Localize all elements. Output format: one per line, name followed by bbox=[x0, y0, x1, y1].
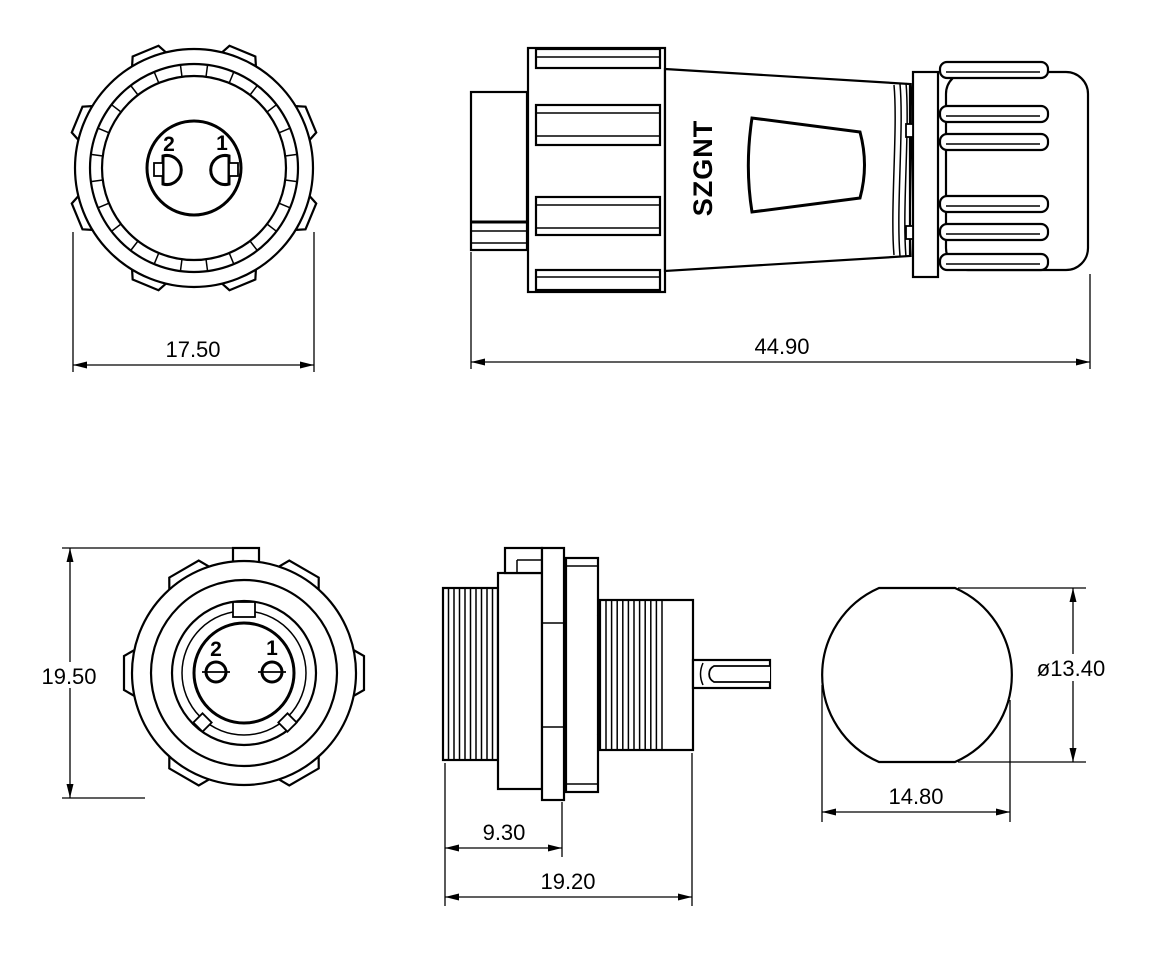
dim-label-cutout-width: 14.80 bbox=[888, 784, 943, 809]
plug-grip-wedge bbox=[746, 116, 866, 214]
socket-insert-face bbox=[192, 621, 296, 725]
socket-front-view: 2 1 19.50 bbox=[36, 546, 366, 799]
socket-ring-inner bbox=[170, 599, 318, 747]
plug-knurl-ring-outer bbox=[88, 62, 300, 274]
socket-front-thread-lines bbox=[447, 588, 494, 760]
plug-knurl-segments bbox=[90, 64, 298, 272]
dimension-socket-thread-length: 9.30 bbox=[444, 763, 563, 906]
brand-label: SZGNT bbox=[688, 120, 718, 217]
plug-gland-washer bbox=[911, 70, 940, 279]
socket-rear-thread-lines bbox=[605, 600, 663, 750]
socket-mounting-flange bbox=[540, 546, 566, 802]
plug-front-view: 2 1 17.50 bbox=[70, 44, 318, 372]
dimension-cutout-diameter: ø13.40 bbox=[958, 587, 1112, 763]
plug-mating-shell bbox=[469, 90, 529, 252]
dim-label-plug-width: 17.50 bbox=[165, 337, 220, 362]
panel-cutout-view: ø13.40 14.80 bbox=[821, 586, 1112, 822]
panel-cutout-shape bbox=[821, 586, 1013, 764]
plug-pin-label-1: 1 bbox=[216, 132, 228, 155]
socket-index-notch-right bbox=[277, 712, 298, 733]
socket-side-view: 9.30 19.20 bbox=[441, 546, 772, 906]
dim-label-socket-height: 19.50 bbox=[41, 664, 96, 689]
washer-tab-top bbox=[905, 123, 914, 138]
plug-socket-1-key bbox=[228, 162, 239, 177]
dimension-plug-length: 44.90 bbox=[470, 252, 1091, 369]
plug-socket-2-key bbox=[153, 162, 164, 177]
dimension-socket-total-length: 19.20 bbox=[445, 753, 693, 906]
socket-gasket bbox=[564, 556, 600, 794]
plug-pin-label-2: 2 bbox=[163, 133, 175, 156]
socket-pin-label-1: 1 bbox=[266, 637, 278, 660]
plug-coupling-nut bbox=[526, 46, 667, 294]
dim-label-cutout-diameter: ø13.40 bbox=[1037, 656, 1106, 681]
socket-body-plate bbox=[496, 571, 544, 791]
plug-socket-contact-1 bbox=[209, 154, 231, 186]
dimension-plug-width: 17.50 bbox=[72, 232, 315, 372]
socket-ring-outer bbox=[149, 578, 339, 768]
terminal-left-curve bbox=[699, 662, 704, 686]
socket-keyway-notch bbox=[232, 601, 256, 618]
terminal-inner-contact bbox=[708, 665, 770, 683]
dimension-cutout-width: 14.80 bbox=[821, 685, 1011, 822]
dim-label-plug-length: 44.90 bbox=[754, 334, 809, 359]
plug-knurl-ring-inner bbox=[100, 74, 288, 262]
plug-gland-fingers bbox=[938, 60, 1050, 272]
socket-thread-rear bbox=[598, 598, 695, 752]
dim-label-socket-thread-length: 9.30 bbox=[483, 820, 526, 845]
socket-pin-label-2: 2 bbox=[210, 638, 222, 661]
dim-label-socket-total-length: 19.20 bbox=[540, 869, 595, 894]
socket-index-notch-left bbox=[192, 712, 213, 733]
dimension-socket-height: 19.50 bbox=[36, 547, 255, 799]
plug-socket-contact-2 bbox=[161, 154, 183, 186]
plug-insert-face bbox=[145, 119, 243, 217]
plug-side-view: SZGNT 44.90 bbox=[469, 46, 1091, 369]
plug-nut-rib-band bbox=[534, 47, 662, 292]
washer-tab-bottom bbox=[905, 225, 914, 240]
